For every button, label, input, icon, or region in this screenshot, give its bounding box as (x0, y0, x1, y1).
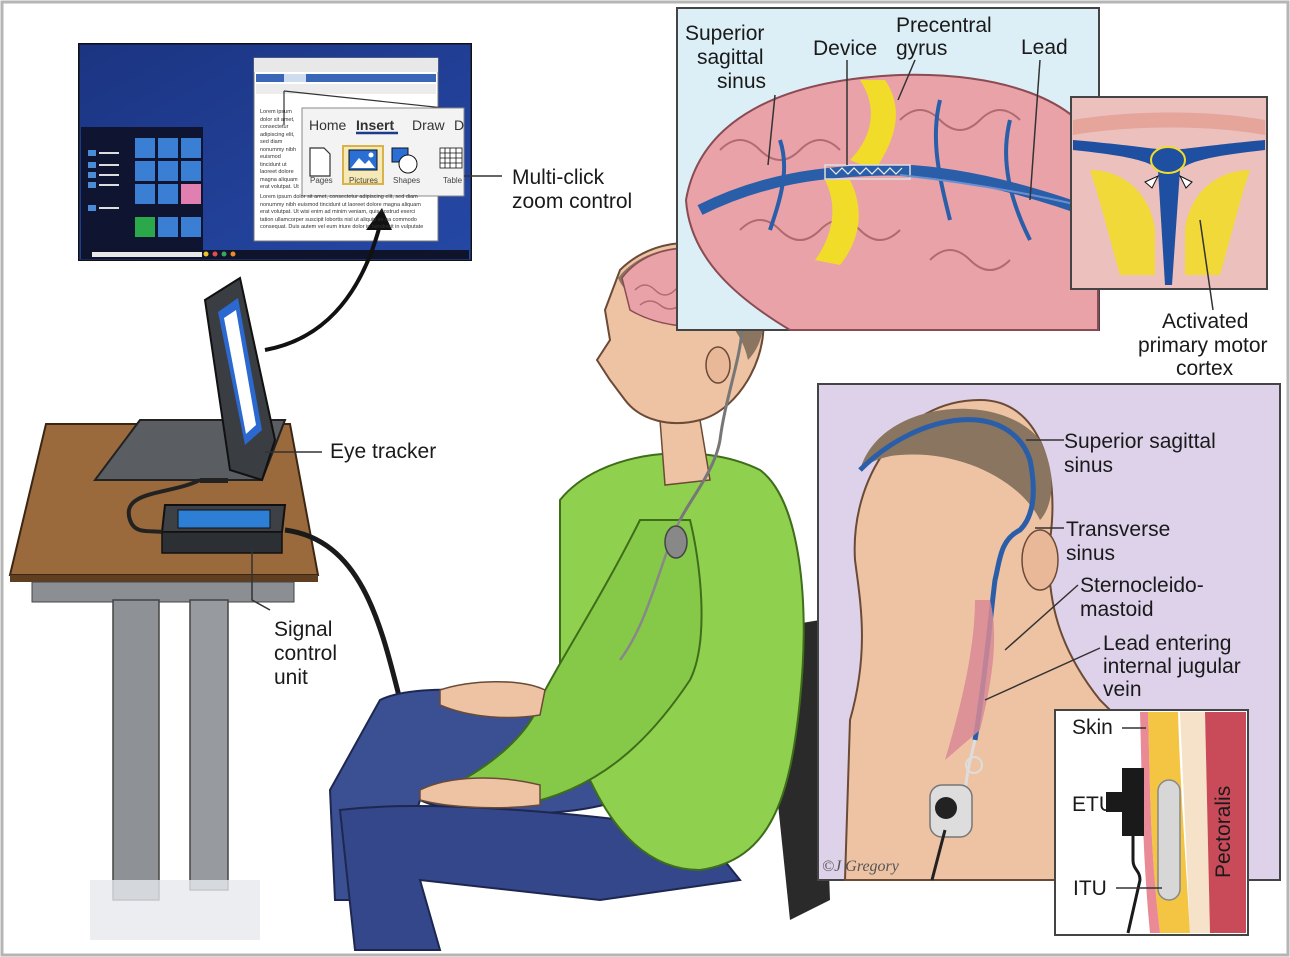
person (328, 242, 830, 951)
ribbon-tab-insert: Insert (356, 117, 395, 133)
brain-panel (676, 7, 1100, 331)
label-transverse-1: Transverse (1066, 518, 1171, 541)
label-multi-click-1: Multi-click (512, 166, 605, 189)
label-precentral-1: Precentral (896, 14, 992, 37)
label-activated-2: primary motor (1138, 334, 1268, 357)
taskbar-search (92, 252, 202, 257)
cortex-inset (1070, 96, 1268, 311)
screen-inset (78, 43, 502, 261)
desk-leg-right (189, 599, 229, 891)
label-device: Device (813, 37, 878, 60)
label-lead-jugular-2: internal jugular (1103, 655, 1241, 678)
ribbon-item-pages: Pages (310, 176, 333, 185)
label-pectoralis: Pectoralis (1212, 785, 1235, 878)
ribbon-tab-draw: Draw (412, 117, 445, 133)
label-lead: Lead (1021, 36, 1068, 59)
label-sss-top-1: Superior (685, 22, 765, 45)
label-lead-jugular-1: Lead entering (1103, 632, 1232, 655)
label-sss-side-1: Superior sagittal (1064, 430, 1216, 453)
label-sternocleido-2: mastoid (1080, 598, 1154, 621)
label-precentral-2: gyrus (896, 37, 948, 60)
label-sss-side-2: sinus (1064, 454, 1114, 477)
label-lead-jugular-3: vein (1103, 678, 1142, 701)
label-sternocleido-1: Sternocleido- (1080, 574, 1204, 597)
label-sss-top-3: sinus (717, 70, 767, 93)
ribbon-item-pictures: Pictures (349, 176, 378, 185)
desk-leg-left (112, 599, 160, 901)
label-etu: ETU (1072, 793, 1114, 816)
start-tiles (135, 138, 201, 237)
label-transverse-2: sinus (1066, 542, 1116, 565)
label-sss-top-2: sagittal (697, 46, 764, 69)
ribbon-tab-d: D (454, 117, 465, 133)
label-signal-2: control (274, 642, 338, 665)
label-eye-tracker: Eye tracker (330, 440, 437, 463)
label-signal-3: unit (274, 666, 308, 689)
zoom-arrow (264, 224, 382, 352)
label-itu: ITU (1073, 877, 1107, 900)
ribbon-tab-home: Home (309, 117, 347, 133)
desk (8, 423, 320, 940)
label-signal-1: Signal (274, 618, 333, 641)
document-text-bottom: Lorem ipsum dolor sit amet, consectetur … (260, 194, 430, 232)
label-activated-1: Activated (1162, 310, 1249, 333)
label-multi-click-2: zoom control (512, 190, 633, 213)
ribbon-item-table: Table (443, 176, 463, 185)
credit-signature: ©J Gregory (822, 858, 899, 875)
label-skin: Skin (1072, 716, 1113, 739)
signal-control-unit (126, 478, 287, 554)
label-activated-3: cortex (1176, 357, 1234, 380)
document-text-left: Lorem ipsum dolor sit amet, consectetur … (260, 109, 299, 189)
ribbon-item-shapes: Shapes (393, 176, 421, 185)
tissue-inset (1054, 709, 1249, 936)
laptop (93, 276, 287, 483)
taskbar (81, 250, 469, 259)
